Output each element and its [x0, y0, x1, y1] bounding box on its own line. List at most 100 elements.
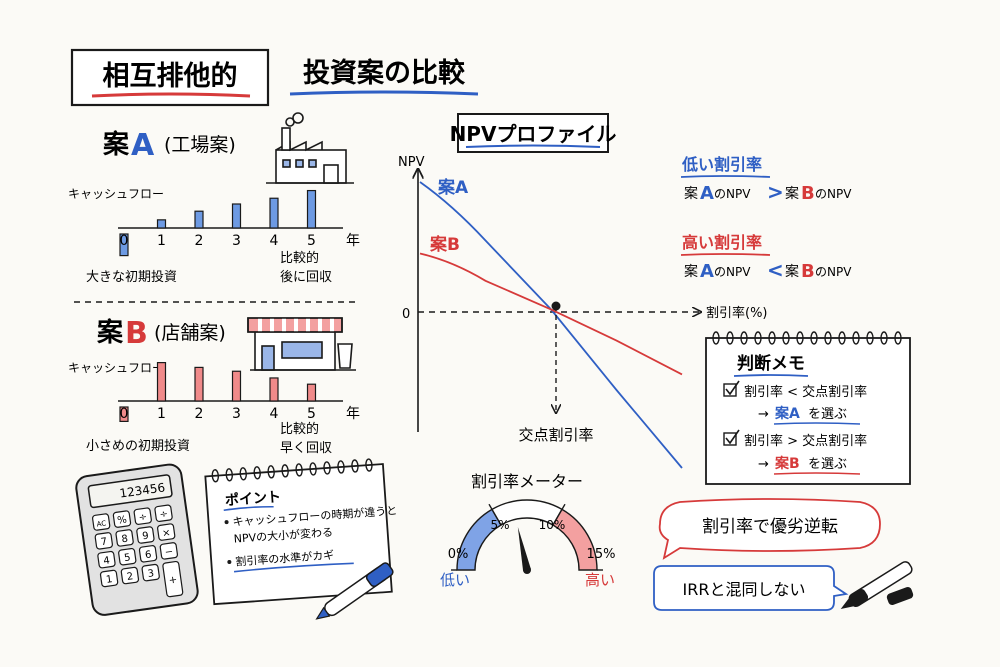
memo-rule1-cond: 割引率 < 交点割引率: [744, 384, 867, 400]
low-rate-a-npv: のNPV: [714, 187, 751, 201]
calculator-key: [133, 507, 152, 525]
spiral-ring: [768, 331, 776, 345]
calculator-key-label: %: [117, 514, 128, 526]
calculator-key: [159, 542, 179, 560]
calculator-key: [162, 560, 184, 598]
calculator-key: [99, 569, 119, 588]
low-rate-b-letter: B: [801, 183, 815, 204]
memo-paper: [705, 337, 911, 485]
project-b-note-initial: 小さめの初期投資: [86, 438, 190, 454]
spiral-ring: [712, 331, 720, 345]
meter-needle: [517, 526, 531, 571]
calculator-key-label: +: [168, 575, 178, 587]
spiral-ring: [267, 465, 275, 479]
point-bullet-1: [224, 520, 229, 525]
memo-title-underline: [733, 374, 809, 377]
high-rate-b-letter: B: [801, 261, 815, 282]
low-rate-b-npv: のNPV: [815, 187, 852, 201]
calculator-key: [154, 504, 173, 523]
project-a-note-late-1: 比較的: [280, 250, 319, 266]
spiral-ring: [894, 331, 902, 345]
project-b-heading-suffix: (店舗案): [154, 322, 226, 344]
project-b-heading-letter: B: [125, 316, 148, 351]
project-a-year-label-1: 1: [157, 233, 166, 249]
spiral-ring: [337, 460, 345, 474]
project-a-year-label-0: 0: [120, 233, 129, 249]
series-b-line: [419, 252, 683, 376]
point-bullet-2: [227, 559, 232, 564]
series-b-label: 案B: [429, 234, 460, 255]
calculator-display: [87, 474, 173, 509]
spiral-ring: [754, 331, 762, 345]
project-b-heading-prefix: 案: [96, 317, 124, 348]
project-a-note-initial: 大きな初期投資: [86, 269, 177, 285]
meter-low-label: 低い: [440, 571, 470, 589]
low-rate-heading: 低い割引率: [681, 155, 762, 174]
calculator-key-label: 4: [103, 555, 111, 567]
npv-profile-chart: NPVプロファイル NPV 割引率(%) 0 案A 案B 交点割引率: [398, 113, 768, 469]
project-a-bar-year-3: [231, 203, 242, 229]
project-a-heading-prefix: 案: [102, 129, 130, 160]
low-rate-underline: [680, 175, 771, 178]
project-a-ylabel: キャッシュフロー: [68, 187, 164, 201]
project-a-year-label-2: 2: [195, 233, 204, 249]
marker-pen-blue-icon: [315, 562, 394, 620]
project-a-year-label-4: 4: [270, 233, 279, 249]
project-b-bar-year-4: [269, 377, 279, 402]
title-block: 相互排他的 投資案の比較: [70, 48, 479, 107]
calculator-key-label: ÷: [159, 509, 169, 521]
memo-rule2-cond: 割引率 > 交点割引率: [744, 433, 867, 449]
calculator-key-label: 9: [142, 531, 150, 543]
calculator-key: [115, 529, 134, 547]
low-rate-note: 低い割引率 案 A のNPV > 案 B のNPV: [680, 155, 852, 204]
calculator-key-label: 1: [105, 574, 113, 586]
memo-rule2-underline: [773, 472, 861, 475]
memo-rule1-pick: 案A: [774, 405, 800, 422]
low-rate-b: 案: [785, 185, 799, 202]
project-a-bar-year-1: [156, 219, 167, 229]
title-right: 投資案の比較: [303, 57, 466, 89]
bubble-reversal-text: 割引率で優劣逆転: [702, 517, 838, 537]
project-b-bar-year-3: [231, 370, 242, 402]
spiral-ring: [838, 331, 846, 345]
decision-memo: 判断メモ 割引率 < 交点割引率 → 案A を選ぶ 割引率 > 交点割引率 → …: [705, 331, 911, 485]
title-left-underline: [91, 92, 251, 98]
point-spiral: [211, 458, 373, 483]
title-left: 相互排他的: [103, 60, 238, 92]
calculator-key: [94, 532, 113, 550]
meter-tick-0: 0%: [448, 547, 469, 562]
calculator-key-label: AC: [96, 519, 107, 528]
project-a-note-late-2: 後に回収: [280, 270, 332, 285]
discount-rate-meter: 割引率メーター 0% 5% 10% 15% 低い 高い: [440, 472, 615, 589]
memo-rule1-arrow: →: [758, 407, 769, 422]
crossover-point: [551, 301, 561, 311]
high-rate-heading: 高い割引率: [682, 233, 762, 252]
project-b-bars: [119, 362, 317, 422]
spiral-ring: [740, 331, 748, 345]
memo-title: 判断メモ: [737, 353, 805, 374]
calculator-key: [97, 550, 116, 569]
calculator-key: [118, 547, 137, 566]
high-rate-note: 高い割引率 案 A のNPV < 案 B のNPV: [680, 233, 852, 282]
calculator-key-label: ÷: [138, 512, 148, 524]
shop-icon: [247, 317, 356, 371]
memo-checkbox-2: [723, 432, 737, 446]
spiral-ring: [782, 331, 790, 345]
crossover-label: 交点割引率: [518, 426, 593, 444]
calculator-key-label: 5: [124, 552, 132, 564]
calculator-key: [157, 523, 176, 541]
spiral-ring: [824, 331, 832, 345]
calculator-key-label: 8: [121, 534, 129, 546]
spiral-ring: [880, 331, 888, 345]
npv-y-label: NPV: [398, 155, 425, 170]
project-b-bar-year-2: [194, 366, 204, 402]
project-a-heading-suffix: (工場案): [164, 134, 236, 156]
point-note: ポイント キャッシュフローの時期が違うと NPVの大小が変わる 割引率の水準がカ…: [204, 458, 398, 606]
factory-icon: [266, 112, 354, 184]
project-a-bar-year-4: [269, 197, 279, 229]
point-title-underline: [223, 505, 274, 512]
project-b-ylabel: キャッシュフロー: [68, 361, 164, 375]
